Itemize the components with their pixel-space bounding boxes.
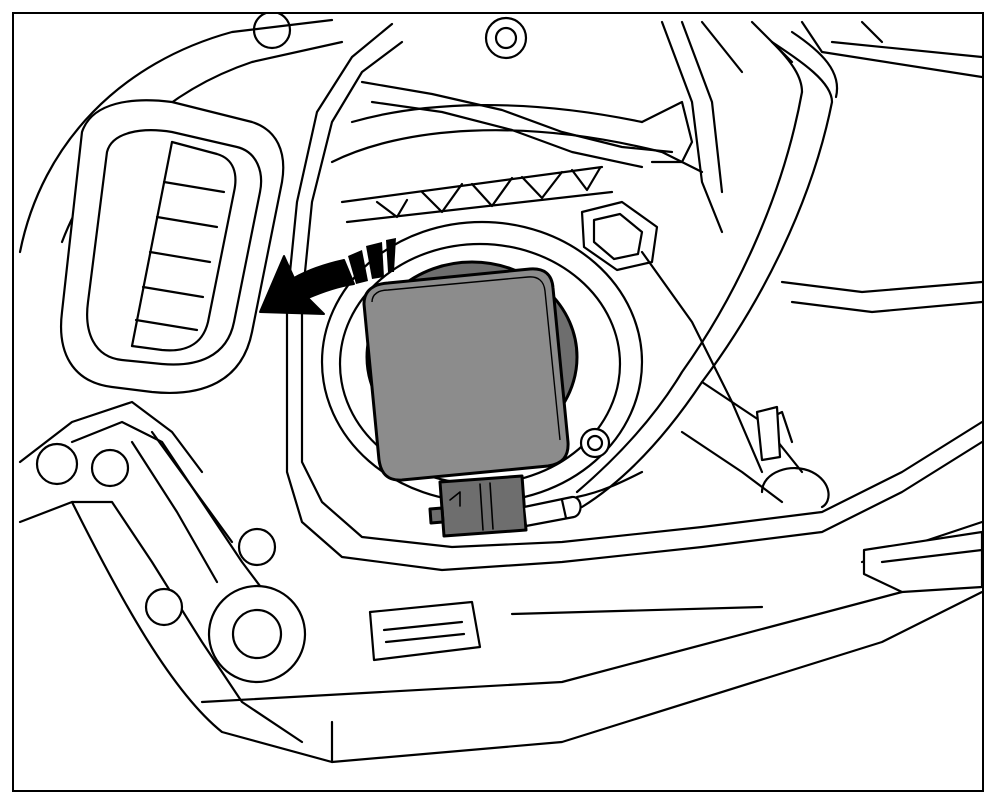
lower-bracket [35, 420, 307, 684]
diagram-frame [12, 12, 984, 792]
reflector-opening [320, 200, 830, 509]
upper-housing-parts [252, 14, 794, 234]
left-socket-connector [60, 99, 285, 394]
wire-harness [575, 30, 839, 509]
headlamp-assembly-diagram [18, 14, 982, 764]
ballast-unit [362, 267, 570, 482]
headlamp-housing [18, 18, 982, 764]
reflector-ribs [340, 165, 614, 224]
curved-arrow-icon [259, 238, 396, 315]
ballast-connector [428, 470, 644, 538]
lower-clips [368, 530, 982, 662]
